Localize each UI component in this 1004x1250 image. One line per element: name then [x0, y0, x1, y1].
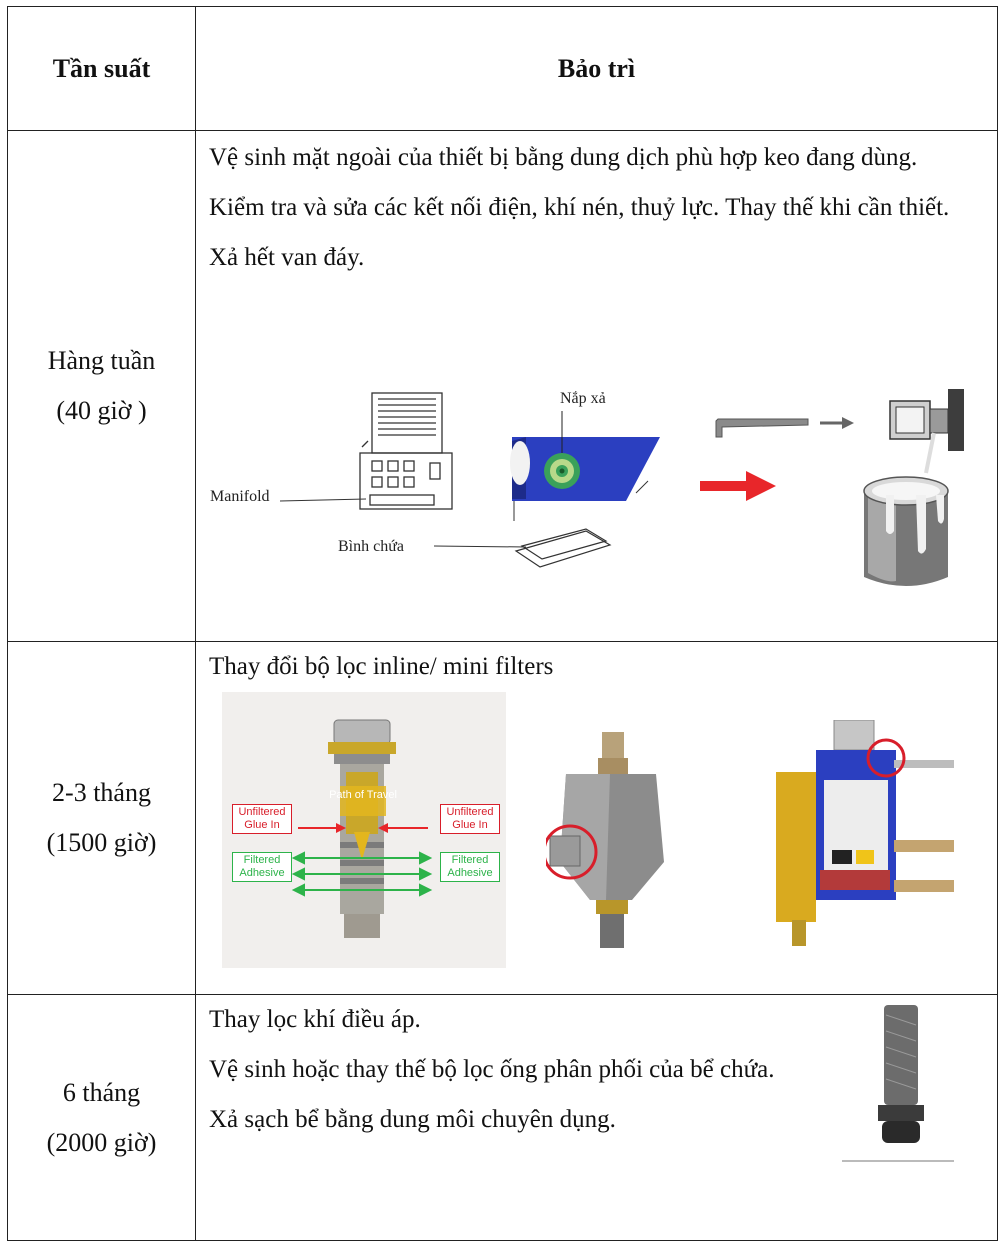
- melter-unit-icon: [359, 392, 453, 510]
- callout-circle: [866, 738, 906, 778]
- inline-filter-photo: [546, 732, 664, 948]
- manifold-pointer: Manifold: [210, 488, 367, 505]
- header-row: Tần suất Bảo trì: [7, 6, 998, 131]
- task-text: Thay đổi bộ lọc inline/ mini filters: [209, 653, 554, 680]
- drain-cap-panel: [510, 411, 660, 521]
- callout-circle: [546, 824, 598, 880]
- frequency-hours: (2000 giờ): [46, 1127, 157, 1157]
- unfiltered-tag-left: Unfiltered Glue In: [232, 804, 292, 834]
- drain-cap-label: Nắp xả: [560, 390, 606, 407]
- task-text: Vệ sinh hoặc thay thế bộ lọc ống phân ph…: [209, 1056, 775, 1083]
- task-text: Thay lọc khí điều áp.: [209, 1006, 421, 1033]
- red-arrow-icon: [700, 471, 776, 501]
- filtered-arrows: [291, 851, 433, 897]
- drain-fitting-icon: [889, 389, 964, 474]
- frequency-label: Hàng tuần: [47, 346, 156, 375]
- maintenance-table: Tần suất Bảo trì Hàng tuần (40 giờ ) Vệ …: [7, 6, 998, 1241]
- task-text: Vệ sinh mặt ngoài của thiết bị bằng dung…: [209, 144, 918, 171]
- drain-diagram: Manifold Bình chứa: [210, 389, 964, 586]
- maintenance-cell: Thay lọc khí điều áp. Vệ sinh hoặc thay …: [195, 994, 998, 1241]
- task-text: Kiểm tra và sửa các kết nối điện, khí né…: [209, 194, 950, 221]
- table-row: 2-3 tháng (1500 giờ) Thay đổi bộ lọc inl…: [7, 641, 998, 995]
- task-text: Xả sạch bể bằng dung môi chuyên dụng.: [209, 1106, 616, 1133]
- frequency-cell: Hàng tuần (40 giờ ): [7, 130, 196, 642]
- frequency-label: 6 tháng: [62, 1077, 141, 1107]
- reservoir-label: Bình chứa: [338, 538, 404, 555]
- filter-cutaway-photo: Path of Travel: [222, 692, 506, 968]
- bucket-icon: [863, 476, 949, 586]
- unfiltered-arrows: [298, 823, 428, 833]
- frequency-hours: (40 giờ ): [56, 396, 147, 425]
- maintenance-cell: Thay đổi bộ lọc inline/ mini filters: [195, 641, 998, 995]
- path-of-travel-callout: Path of Travel: [329, 786, 397, 816]
- table-row: Hàng tuần (40 giờ ) Vệ sinh mặt ngoài củ…: [7, 130, 998, 642]
- frequency-cell: 6 tháng (2000 giờ): [7, 994, 196, 1241]
- header-maintenance: Bảo trì: [195, 6, 998, 131]
- table-row: 6 tháng (2000 giờ) Thay lọc khí điều áp.…: [7, 994, 998, 1241]
- hex-wrench-icon: [715, 418, 809, 438]
- header-frequency: Tần suất: [7, 6, 196, 131]
- strainer-filter-photo: [842, 1005, 954, 1162]
- small-arrow-icon: [820, 417, 854, 429]
- path-of-travel-label: Path of Travel: [329, 789, 397, 801]
- filtered-tag-left: Filtered Adhesive: [232, 852, 292, 882]
- filtered-tag-right: Filtered Adhesive: [440, 852, 500, 882]
- manifold-label: Manifold: [210, 488, 270, 505]
- reservoir-tray-icon: [433, 528, 612, 568]
- maintenance-cell: Vệ sinh mặt ngoài của thiết bị bằng dung…: [195, 130, 998, 642]
- task-text: Xả hết van đáy.: [209, 244, 365, 271]
- applicator-module-photo: [776, 720, 954, 946]
- frequency-label: 2-3 tháng: [52, 778, 151, 807]
- frequency-hours: (1500 giờ): [46, 828, 157, 857]
- unfiltered-tag-right: Unfiltered Glue In: [440, 804, 500, 834]
- frequency-cell: 2-3 tháng (1500 giờ): [7, 641, 196, 995]
